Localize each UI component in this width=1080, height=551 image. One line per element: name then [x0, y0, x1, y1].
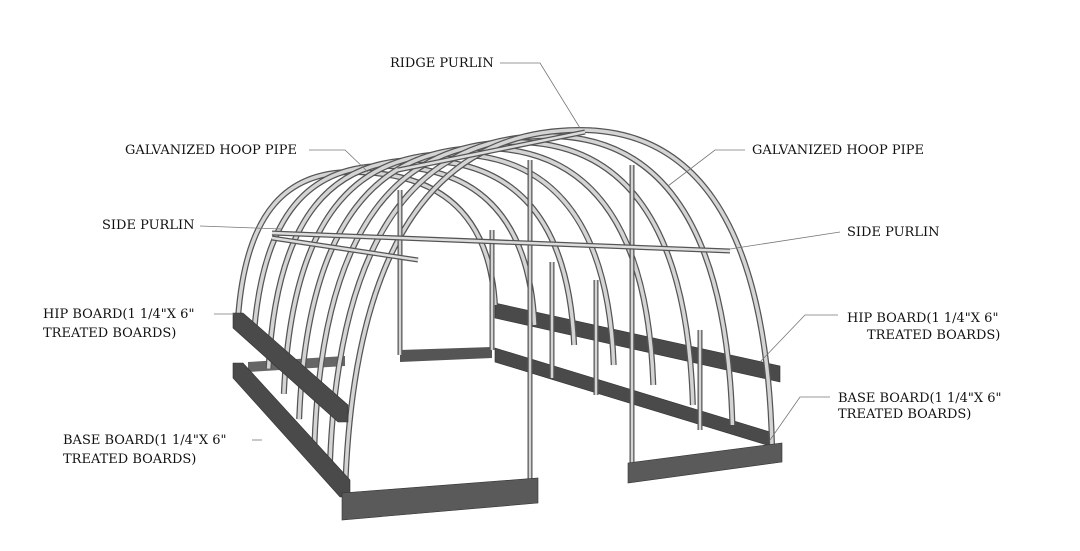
hoop-pipe-highlight: [327, 134, 735, 470]
front-base-board: [341, 477, 539, 521]
end-wall-posts: [397, 160, 703, 480]
leader-hip-right: [759, 314, 838, 363]
label-base-right-2: TREATED BOARDS): [838, 407, 971, 422]
back-base-board: [400, 347, 492, 362]
side-purlin-right-highlight: [271, 231, 731, 253]
label-hip-left-2: TREATED BOARDS): [43, 326, 176, 341]
label-side-purlin-right: SIDE PURLIN: [847, 225, 940, 240]
left-hip-board: [232, 312, 349, 423]
label-hip-right-2: TREATED BOARDS): [867, 328, 1000, 343]
hoop-pipe-highlight: [343, 128, 774, 496]
label-base-right-1: BASE BOARD(1 1/4"X 6": [838, 391, 1002, 406]
ridge-purlin-highlight: [397, 130, 586, 172]
right-hip-board: [494, 302, 781, 383]
label-ridge-purlin: RIDGE PURLIN: [390, 56, 494, 71]
label-hoop-left: GALVANIZED HOOP PIPE: [125, 143, 297, 158]
leader-hoop-left: [309, 149, 369, 173]
side-purlin-left-highlight: [271, 236, 419, 262]
purlins: [271, 129, 731, 263]
label-hoop-right: GALVANIZED HOOP PIPE: [752, 143, 924, 158]
leader-side-purlin-left: [199, 225, 283, 230]
leader-side-purlin-right: [729, 231, 841, 250]
label-hip-right-1: HIP BOARD(1 1/4"X 6": [847, 311, 998, 326]
leader-hoop-right: [667, 149, 745, 187]
hoop-pipe: [342, 126, 775, 496]
label-side-purlin-left: SIDE PURLIN: [102, 218, 195, 233]
label-hip-left-1: HIP BOARD(1 1/4"X 6": [43, 307, 194, 322]
leader-base-right: [769, 396, 830, 441]
leader-lines: [199, 62, 841, 441]
labels: RIDGE PURLIN GALVANIZED HOOP PIPE GALVAN…: [43, 56, 1002, 467]
front-boards: [232, 312, 783, 521]
front-right-base-board: [627, 442, 783, 484]
leader-ridge: [500, 62, 581, 129]
label-base-left-2: TREATED BOARDS): [63, 452, 196, 467]
label-base-left-1: BASE BOARD(1 1/4"X 6": [63, 433, 227, 448]
